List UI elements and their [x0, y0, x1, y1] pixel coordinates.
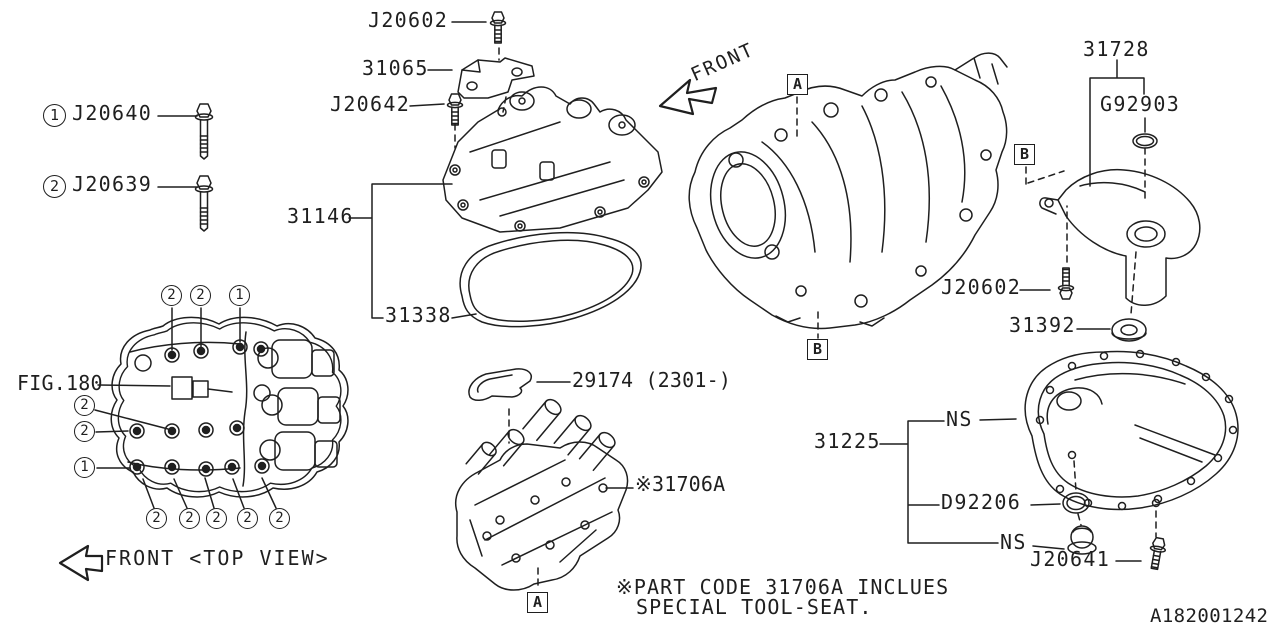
figure-ref-label: FIG.180	[17, 371, 103, 395]
bolt-j20640	[194, 103, 214, 160]
clip-29174	[468, 368, 532, 401]
valve-body-assembly	[455, 398, 629, 591]
part-label-ns-lower: NS	[1000, 530, 1027, 554]
part-label-j20602-right: J20602	[941, 275, 1022, 299]
valve-cover-31146	[442, 86, 663, 233]
callout-2-bottom-1: 2	[146, 508, 167, 529]
part-label-j20640: J20640	[72, 101, 153, 125]
callout-2-left-1: 2	[74, 395, 95, 416]
transmission-case-drawing	[688, 52, 1008, 330]
part-label-d92206: D92206	[941, 490, 1022, 514]
callout-2-bottom-2: 2	[179, 508, 200, 529]
callout-1-top: 1	[229, 285, 250, 306]
drain-plug	[1067, 525, 1097, 555]
part-label-31728: 31728	[1083, 37, 1150, 61]
oil-pan-31225	[1024, 349, 1239, 511]
bolt-j20642	[446, 93, 464, 126]
top-view-label: FRONT <TOP VIEW>	[105, 546, 330, 570]
oring-g92903	[1132, 133, 1158, 149]
callout-2-top-2: 2	[190, 285, 211, 306]
callout-2-top-1: 2	[161, 285, 182, 306]
part-label-j20642: J20642	[330, 92, 411, 116]
callout-2-j20639: 2	[43, 175, 66, 198]
oring-d92206	[1062, 492, 1090, 514]
note-line-2: SPECIAL TOOL-SEAT.	[636, 595, 873, 619]
note-line-1: ※PART CODE 31706A INCLUES	[616, 575, 950, 599]
part-label-31706a: ※31706A	[635, 472, 726, 496]
seal-31392	[1111, 318, 1147, 342]
bolt-j20639	[194, 175, 214, 232]
bolt-j20602-right	[1057, 267, 1075, 300]
callout-2-bottom-4: 2	[237, 508, 258, 529]
valve-body-top-view	[110, 316, 349, 498]
marker-a-transmission: A	[787, 74, 808, 95]
strainer-31728	[1039, 168, 1201, 306]
part-label-31065: 31065	[362, 56, 429, 80]
front-arrow-top	[658, 78, 718, 116]
callout-1-left: 1	[74, 457, 95, 478]
callout-2-left-2: 2	[74, 421, 95, 442]
part-label-j20639: J20639	[72, 172, 153, 196]
dashed-lines	[454, 47, 1157, 591]
front-arrow-bottom	[58, 544, 104, 582]
leader-lines	[94, 21, 1146, 562]
part-label-31146: 31146	[287, 204, 354, 228]
marker-b-case-bottom: B	[807, 339, 828, 360]
gasket-31338	[459, 231, 642, 328]
part-label-31392: 31392	[1009, 313, 1076, 337]
drawing-number: A182001242	[1150, 605, 1269, 627]
bolt-j20641	[1146, 536, 1168, 571]
part-label-j20641: J20641	[1030, 547, 1111, 571]
part-label-ns-upper: NS	[946, 407, 973, 431]
part-label-j20602-top: J20602	[368, 8, 449, 32]
part-label-31338: 31338	[385, 303, 452, 327]
marker-b-strainer: B	[1014, 144, 1035, 165]
bracket-31065	[457, 57, 535, 99]
marker-a-valve-body: A	[527, 592, 548, 613]
part-label-29174: 29174 (2301-)	[572, 368, 732, 392]
bolt-j20602-top	[489, 11, 507, 44]
callout-2-bottom-5: 2	[269, 508, 290, 529]
part-label-31225: 31225	[814, 429, 881, 453]
part-label-g92903: G92903	[1100, 92, 1181, 116]
callout-1-j20640: 1	[43, 104, 66, 127]
callout-2-bottom-3: 2	[206, 508, 227, 529]
